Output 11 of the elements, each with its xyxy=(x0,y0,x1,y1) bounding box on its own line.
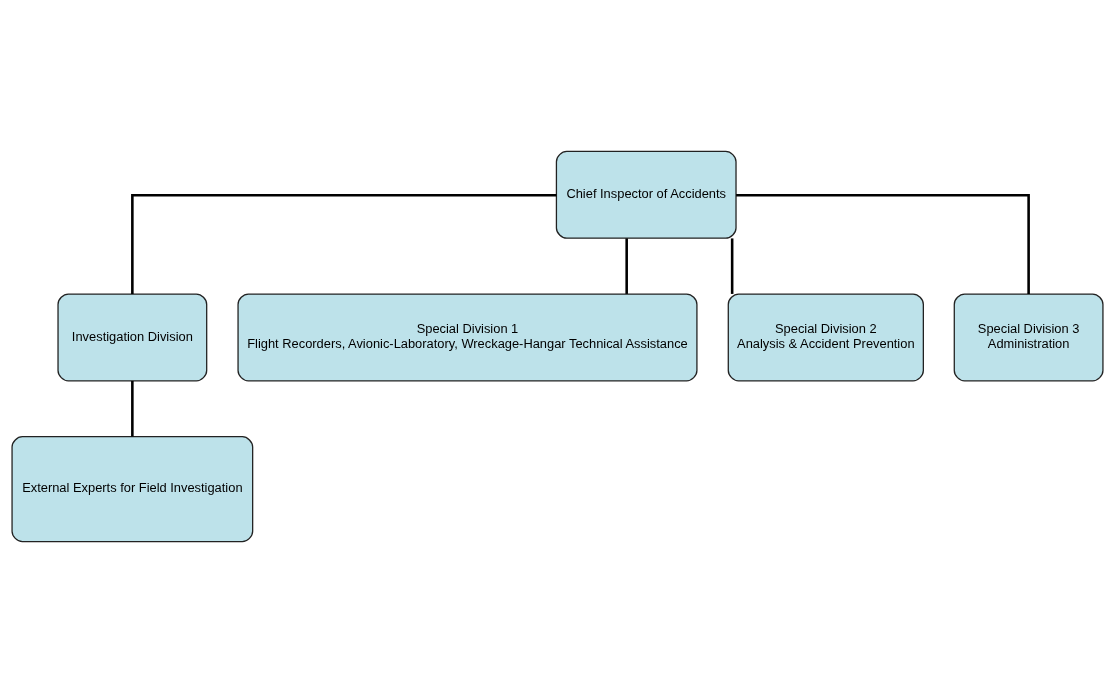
connector xyxy=(730,237,734,294)
connector xyxy=(625,237,628,294)
node-box: Special Division 1 Flight Recorders, Avionic-Laboratory, Wreckage-Hangar Technical Assistance xyxy=(237,292,698,381)
node-box: Special Division 3 Administration xyxy=(953,292,1104,381)
node-box: Chief Inspector of Accidents xyxy=(555,150,737,239)
connector xyxy=(131,193,557,294)
node-box: External Experts for Field Investigation xyxy=(11,435,254,542)
connector xyxy=(736,193,1030,294)
node-box: Investigation Division xyxy=(57,292,208,381)
connector xyxy=(131,380,134,437)
node-box: Special Division 2 Analysis & Accident Prevention xyxy=(727,292,924,381)
